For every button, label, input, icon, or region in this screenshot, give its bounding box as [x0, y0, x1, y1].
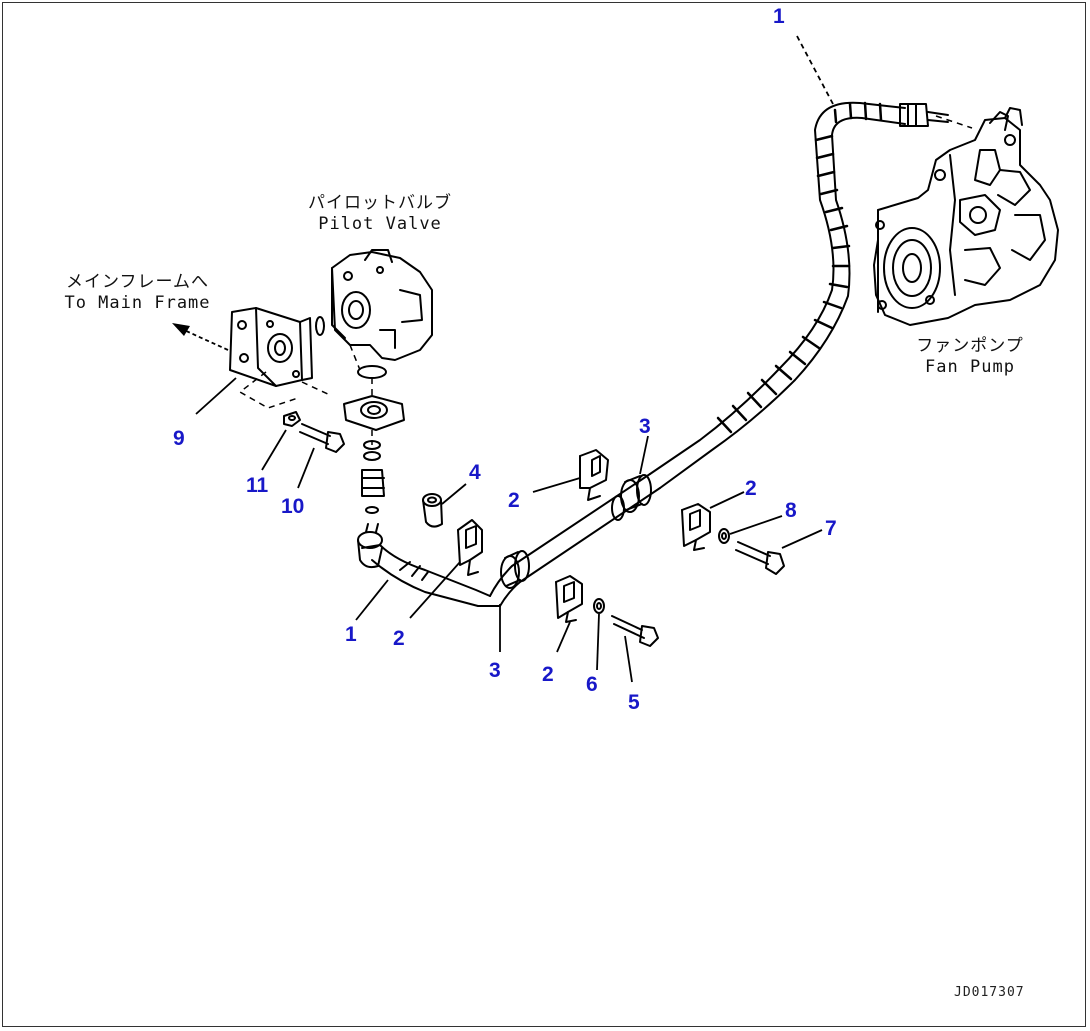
pilot-valve-label-en: Pilot Valve — [318, 214, 442, 234]
fan-pump-label-jp: ファンポンプ — [916, 336, 1024, 356]
callout-2-b[interactable]: 2 — [393, 627, 405, 650]
hose-end-fitting — [357, 523, 383, 569]
pilot-valve — [315, 249, 433, 379]
callout-8[interactable]: 8 — [785, 499, 797, 522]
callout-3-b[interactable]: 3 — [489, 659, 501, 682]
main-frame-label-en: To Main Frame — [64, 293, 211, 313]
clamp-d — [681, 503, 711, 551]
washer-8 — [718, 528, 730, 544]
callout-2-c[interactable]: 2 — [542, 663, 554, 686]
callout-4[interactable]: 4 — [469, 461, 481, 484]
callout-5[interactable]: 5 — [628, 691, 640, 714]
spacer — [422, 493, 443, 528]
callout-1-top[interactable]: 1 — [773, 5, 785, 28]
fan-pump — [873, 107, 1059, 326]
callout-6[interactable]: 6 — [586, 673, 598, 696]
main-frame-label: メインフレームへ To Main Frame — [50, 272, 225, 314]
bracket-9 — [229, 307, 313, 387]
callout-11[interactable]: 11 — [246, 474, 269, 497]
bolt-7 — [735, 541, 785, 575]
pilot-valve-label-jp: パイロットバルブ — [308, 193, 452, 213]
leader-lines — [195, 35, 834, 683]
main-frame-label-jp: メインフレームへ — [66, 272, 209, 292]
arrow-to-main-frame — [172, 323, 229, 351]
bolt-10 — [299, 423, 345, 453]
callout-3-a[interactable]: 3 — [639, 415, 651, 438]
callout-2-d[interactable]: 2 — [745, 477, 757, 500]
clamp-a — [579, 449, 609, 501]
flange-fitting — [343, 395, 405, 514]
fan-pump-label-en: Fan Pump — [925, 357, 1015, 377]
clamp-c — [555, 575, 583, 623]
hose-assembly-upper — [649, 101, 949, 489]
washer-6 — [593, 598, 605, 614]
callout-2-a[interactable]: 2 — [508, 489, 520, 512]
clamp-b — [457, 519, 483, 576]
pilot-valve-label: パイロットバルブ Pilot Valve — [300, 193, 460, 235]
fan-pump-label: ファンポンプ Fan Pump — [905, 336, 1035, 378]
drawing-code: JD017307 — [954, 985, 1025, 1000]
callout-10[interactable]: 10 — [281, 495, 305, 518]
tube-lower — [371, 473, 661, 607]
callout-1-bottom[interactable]: 1 — [345, 623, 357, 646]
callout-9[interactable]: 9 — [173, 427, 185, 450]
callout-7[interactable]: 7 — [825, 517, 837, 540]
bolt-5 — [611, 615, 659, 647]
washer-11 — [283, 411, 301, 427]
assembly-lines — [238, 115, 973, 445]
grommet-a — [500, 550, 530, 589]
grommet-b — [611, 474, 652, 521]
